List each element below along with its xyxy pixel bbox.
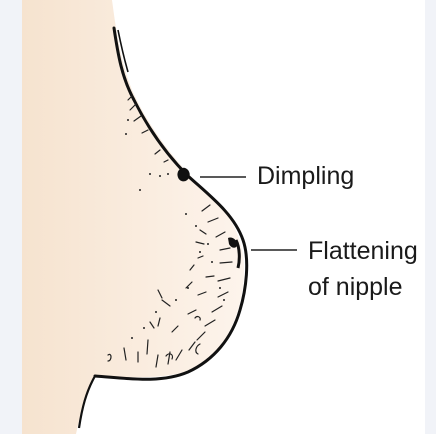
- dotted-texture: [125, 119, 225, 339]
- left-frame-strip: [0, 0, 22, 434]
- upper-contour-line: [117, 29, 129, 73]
- flattening-label-line1: Flattening: [308, 237, 418, 265]
- nipple-mark-accent: [228, 237, 238, 248]
- flattening-label-line2: of nipple: [308, 273, 403, 301]
- breast-outline: [93, 26, 249, 381]
- skin-region: [22, 0, 244, 434]
- dimpling-mark: [177, 167, 190, 182]
- lower-body-contour: [77, 375, 96, 429]
- shading-strokes: [107, 95, 233, 368]
- flattened-nipple-mark: [234, 239, 241, 269]
- right-frame-strip: [425, 0, 436, 434]
- dimpling-label: Dimpling: [257, 162, 355, 190]
